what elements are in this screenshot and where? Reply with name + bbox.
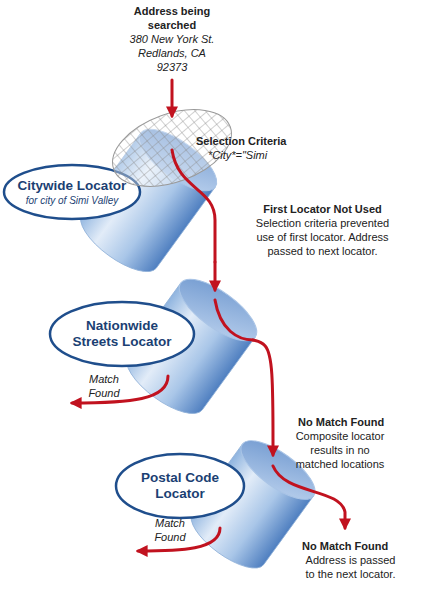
locator-scope: for city of Simi Valley — [7, 194, 137, 207]
locator-name: Nationwide Streets Locator — [68, 318, 176, 350]
locator-text: Postal Code Locator — [130, 470, 230, 502]
note-heading: No Match Found — [298, 415, 418, 429]
flow-connector — [253, 340, 273, 455]
locator-name: Postal Code Locator — [130, 470, 230, 502]
input-arrow — [171, 80, 174, 116]
locator-label-ellipse — [4, 165, 140, 219]
criteria-expression: *City*="Simi — [208, 148, 318, 162]
address-text: 380 New York St. Redlands, CA 92373 — [126, 32, 218, 74]
address-heading: Address being searched — [126, 4, 218, 32]
note-text: Address is passed to the next locator. — [302, 553, 399, 581]
locator-text: Citywide Locatorfor city of Simi Valley — [7, 178, 137, 207]
result-label: Match Found — [84, 372, 124, 400]
locator-node: Nationwide Streets Locator — [48, 290, 253, 398]
result-label: Match Found — [150, 516, 190, 544]
note-text: Selection criteria prevented use of firs… — [250, 216, 395, 258]
criteria-heading: Selection Criteria — [196, 134, 316, 148]
locator-node: Postal Code Locator — [116, 455, 316, 555]
note-heading: No Match Found — [302, 539, 422, 553]
locator-label-ellipse — [116, 454, 244, 518]
locator-label-ellipse — [50, 302, 194, 366]
locator-name: Citywide Locator — [7, 178, 137, 194]
locator-text: Nationwide Streets Locator — [68, 318, 176, 350]
note-text: Composite locator results in no matched … — [292, 429, 388, 471]
note-heading: First Locator Not Used — [240, 202, 405, 216]
